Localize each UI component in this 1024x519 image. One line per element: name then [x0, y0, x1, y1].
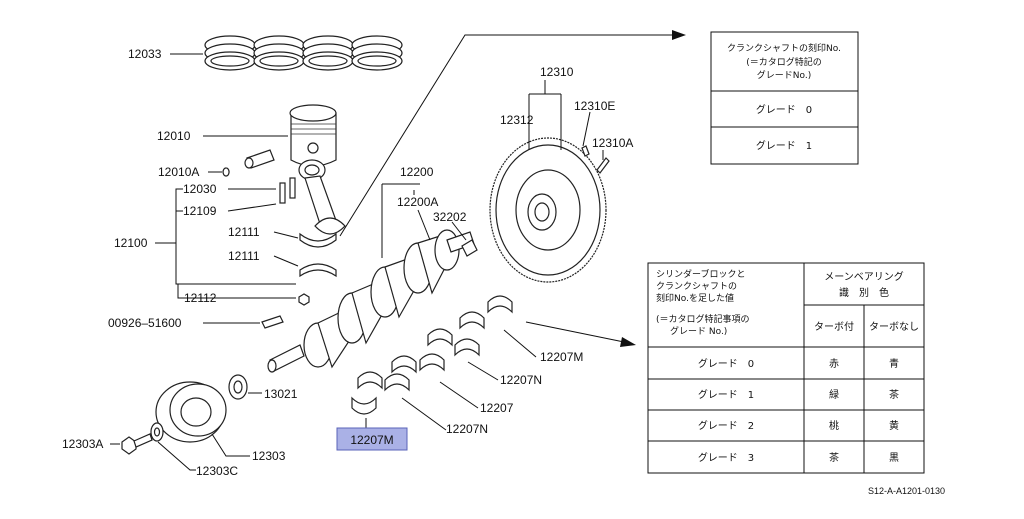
label-12109: 12109	[183, 204, 217, 218]
bearing-row-0-no-turbo: 青	[889, 357, 899, 370]
flywheel-illustration	[489, 137, 607, 283]
bearing-row-2-turbo: 桃	[829, 419, 839, 432]
label-00926-51600: 00926–51600	[108, 316, 182, 330]
arrow-head-top	[672, 30, 686, 40]
bearing-row-3-turbo: 茶	[829, 451, 839, 464]
label-12111-b: 12111	[228, 249, 260, 263]
crank-table-header-2: (＝カタログ特記の	[746, 56, 822, 68]
crank-table-row-1: グレード 1	[756, 139, 812, 152]
bearing-row-1-no-turbo: 茶	[889, 388, 899, 401]
label-12010: 12010	[157, 129, 191, 143]
piston-rings-illustration	[204, 35, 403, 71]
label-12200: 12200	[400, 165, 434, 179]
bearing-table-group-header-1: メーンベアリング	[824, 270, 904, 283]
bearing-table-col-turbo: ターボ付	[814, 320, 854, 333]
connecting-rod-illustration	[298, 159, 346, 235]
bearing-table-left-header-1: シリンダーブロックと	[656, 268, 745, 280]
label-12207: 12207	[480, 401, 514, 415]
bearing-row-3-grade: グレード 3	[698, 451, 754, 464]
bearing-table-left-header-3: 刻印No.を足した値	[656, 292, 734, 304]
crank-grade-table: クランクシャフトの刻印No. (＝カタログ特記の グレードNo.) グレード 0…	[710, 31, 859, 165]
label-12303: 12303	[252, 449, 286, 463]
crank-sprocket-illustration	[228, 374, 248, 400]
crankshaft-illustration	[267, 229, 475, 373]
bearing-table-left-header-4: (＝カタログ特記事項の	[656, 313, 750, 325]
piston-illustration	[289, 104, 337, 167]
pilot-bushing-illustration	[461, 239, 478, 257]
arrow-head-bottom	[620, 337, 636, 347]
con-rod-bolts-illustration	[279, 177, 296, 204]
label-12207N-1: 12207N	[500, 373, 542, 387]
label-12030: 12030	[183, 182, 217, 196]
label-12310: 12310	[540, 65, 574, 79]
main-bearing-color-table: シリンダーブロックと クランクシャフトの 刻印No.を足した値 (＝カタログ特記…	[647, 262, 925, 474]
label-12312: 12312	[500, 113, 534, 127]
label-12310A: 12310A	[592, 136, 633, 150]
bearing-table-col-no-turbo: ターボなし	[869, 321, 919, 333]
bearing-row-0-grade: グレード 0	[698, 357, 754, 370]
nut-illustration	[298, 293, 310, 306]
label-12100: 12100	[114, 236, 148, 250]
label-12033: 12033	[128, 47, 162, 61]
flywheel-bolt-illustration	[596, 157, 610, 174]
label-12112: 12112	[184, 291, 217, 305]
piston-pin-illustration	[244, 149, 275, 169]
main-bearings-illustration	[351, 295, 513, 415]
bearing-row-0-turbo: 赤	[829, 358, 839, 370]
piston-clip-illustration	[222, 167, 230, 177]
label-32202: 32202	[433, 210, 467, 224]
bearing-table-left-header-5: グレード No.)	[670, 325, 727, 337]
label-12207N-2: 12207N	[446, 422, 488, 436]
label-12010A: 12010A	[158, 165, 199, 179]
bearing-table-group-header-2: 識 別 色	[839, 286, 889, 299]
bearing-row-1-turbo: 緑	[829, 388, 839, 401]
crank-table-row-0: グレード 0	[756, 103, 812, 116]
bearing-row-2-no-turbo: 黄	[889, 419, 899, 432]
crank-table-header-1: クランクシャフトの刻印No.	[727, 42, 841, 54]
washer-illustration	[150, 422, 164, 442]
label-12200A: 12200A	[397, 195, 438, 209]
dowel-pin-illustration	[581, 145, 590, 157]
crank-table-header-3: グレードNo.)	[757, 69, 811, 81]
label-12310E: 12310E	[574, 99, 615, 113]
pulley-bolt-illustration	[121, 433, 153, 455]
diagram-code: S12-A-A1201-0130	[868, 486, 946, 496]
label-12303C: 12303C	[196, 464, 238, 478]
label-13021: 13021	[264, 387, 298, 401]
bearing-row-3-no-turbo: 黒	[889, 452, 899, 464]
key-illustration	[261, 315, 284, 329]
label-12207M-top: 12207M	[540, 350, 583, 364]
label-12207M-highlight[interactable]: 12207M	[350, 433, 393, 447]
crank-pulley-illustration	[155, 381, 227, 443]
highlighted-part-box[interactable]	[336, 427, 408, 451]
con-rod-bearings-illustration	[299, 232, 337, 278]
bearing-row-1-grade: グレード 1	[698, 388, 754, 401]
label-12111-a: 12111	[228, 225, 260, 239]
bearing-table-left-header-2: クランクシャフトの	[656, 281, 737, 292]
bearing-row-2-grade: グレード 2	[698, 419, 754, 432]
label-12303A: 12303A	[62, 437, 103, 451]
